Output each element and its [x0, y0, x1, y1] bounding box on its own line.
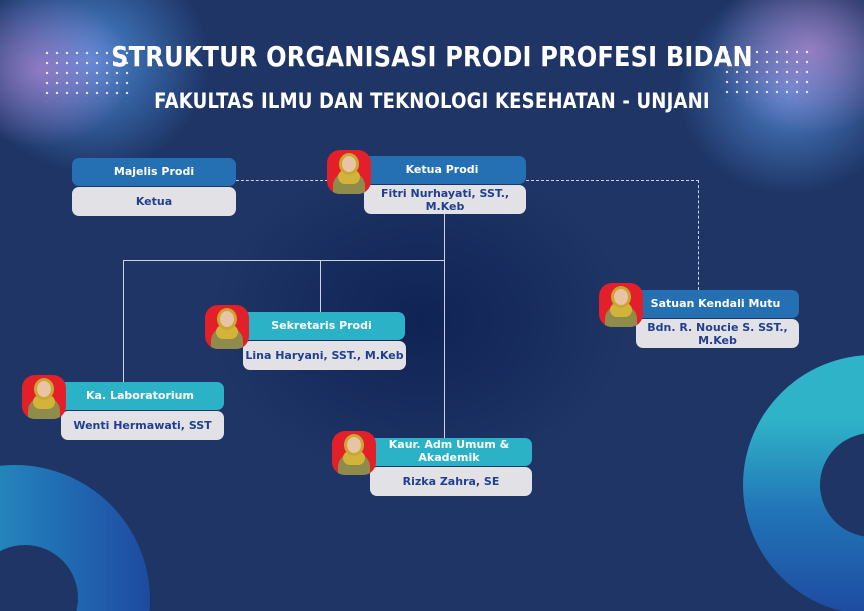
role-label: Kaur. Adm Umum & Akademik: [366, 438, 532, 466]
avatar: [22, 375, 66, 419]
name-label: Rizka Zahra, SE: [370, 467, 532, 496]
name-label: Ketua: [72, 187, 236, 216]
decorative-ring-right: [743, 355, 864, 611]
role-label: Ka. Laboratorium: [56, 382, 224, 410]
avatar: [205, 305, 249, 349]
decorative-ring-left: [0, 465, 150, 611]
decorative-dot-grid-right: [722, 47, 814, 101]
name-label: Bdn. R. Noucie S. SST., M.Keb: [636, 319, 799, 348]
avatar: [599, 283, 643, 327]
avatar: [332, 431, 376, 475]
role-label: Sekretaris Prodi: [238, 312, 405, 340]
connector-branch-h: [123, 260, 445, 261]
connector-ketua-trunk: [444, 214, 445, 438]
page-title: STRUKTUR ORGANISASI PRODI PROFESI BIDAN: [111, 40, 753, 73]
name-label: Lina Haryani, SST., M.Keb: [243, 341, 406, 370]
role-label: Majelis Prodi: [72, 158, 236, 186]
decorative-dot-grid-left: [42, 48, 134, 102]
role-label: Ketua Prodi: [358, 156, 526, 184]
page-subtitle: FAKULTAS ILMU DAN TEKNOLOGI KESEHATAN - …: [154, 89, 710, 113]
connector-ketua-skm-h: [526, 180, 699, 181]
connector-to-lab: [123, 260, 124, 382]
connector-ketua-skm-v: [698, 180, 699, 290]
name-label: Fitri Nurhayati, SST., M.Keb: [364, 185, 526, 214]
connector-majelis-ketua: [236, 180, 328, 181]
role-label: Satuan Kendali Mutu: [632, 290, 799, 318]
name-label: Wenti Hermawati, SST: [61, 411, 224, 440]
avatar: [327, 150, 371, 194]
connector-to-sekretaris: [320, 260, 321, 312]
